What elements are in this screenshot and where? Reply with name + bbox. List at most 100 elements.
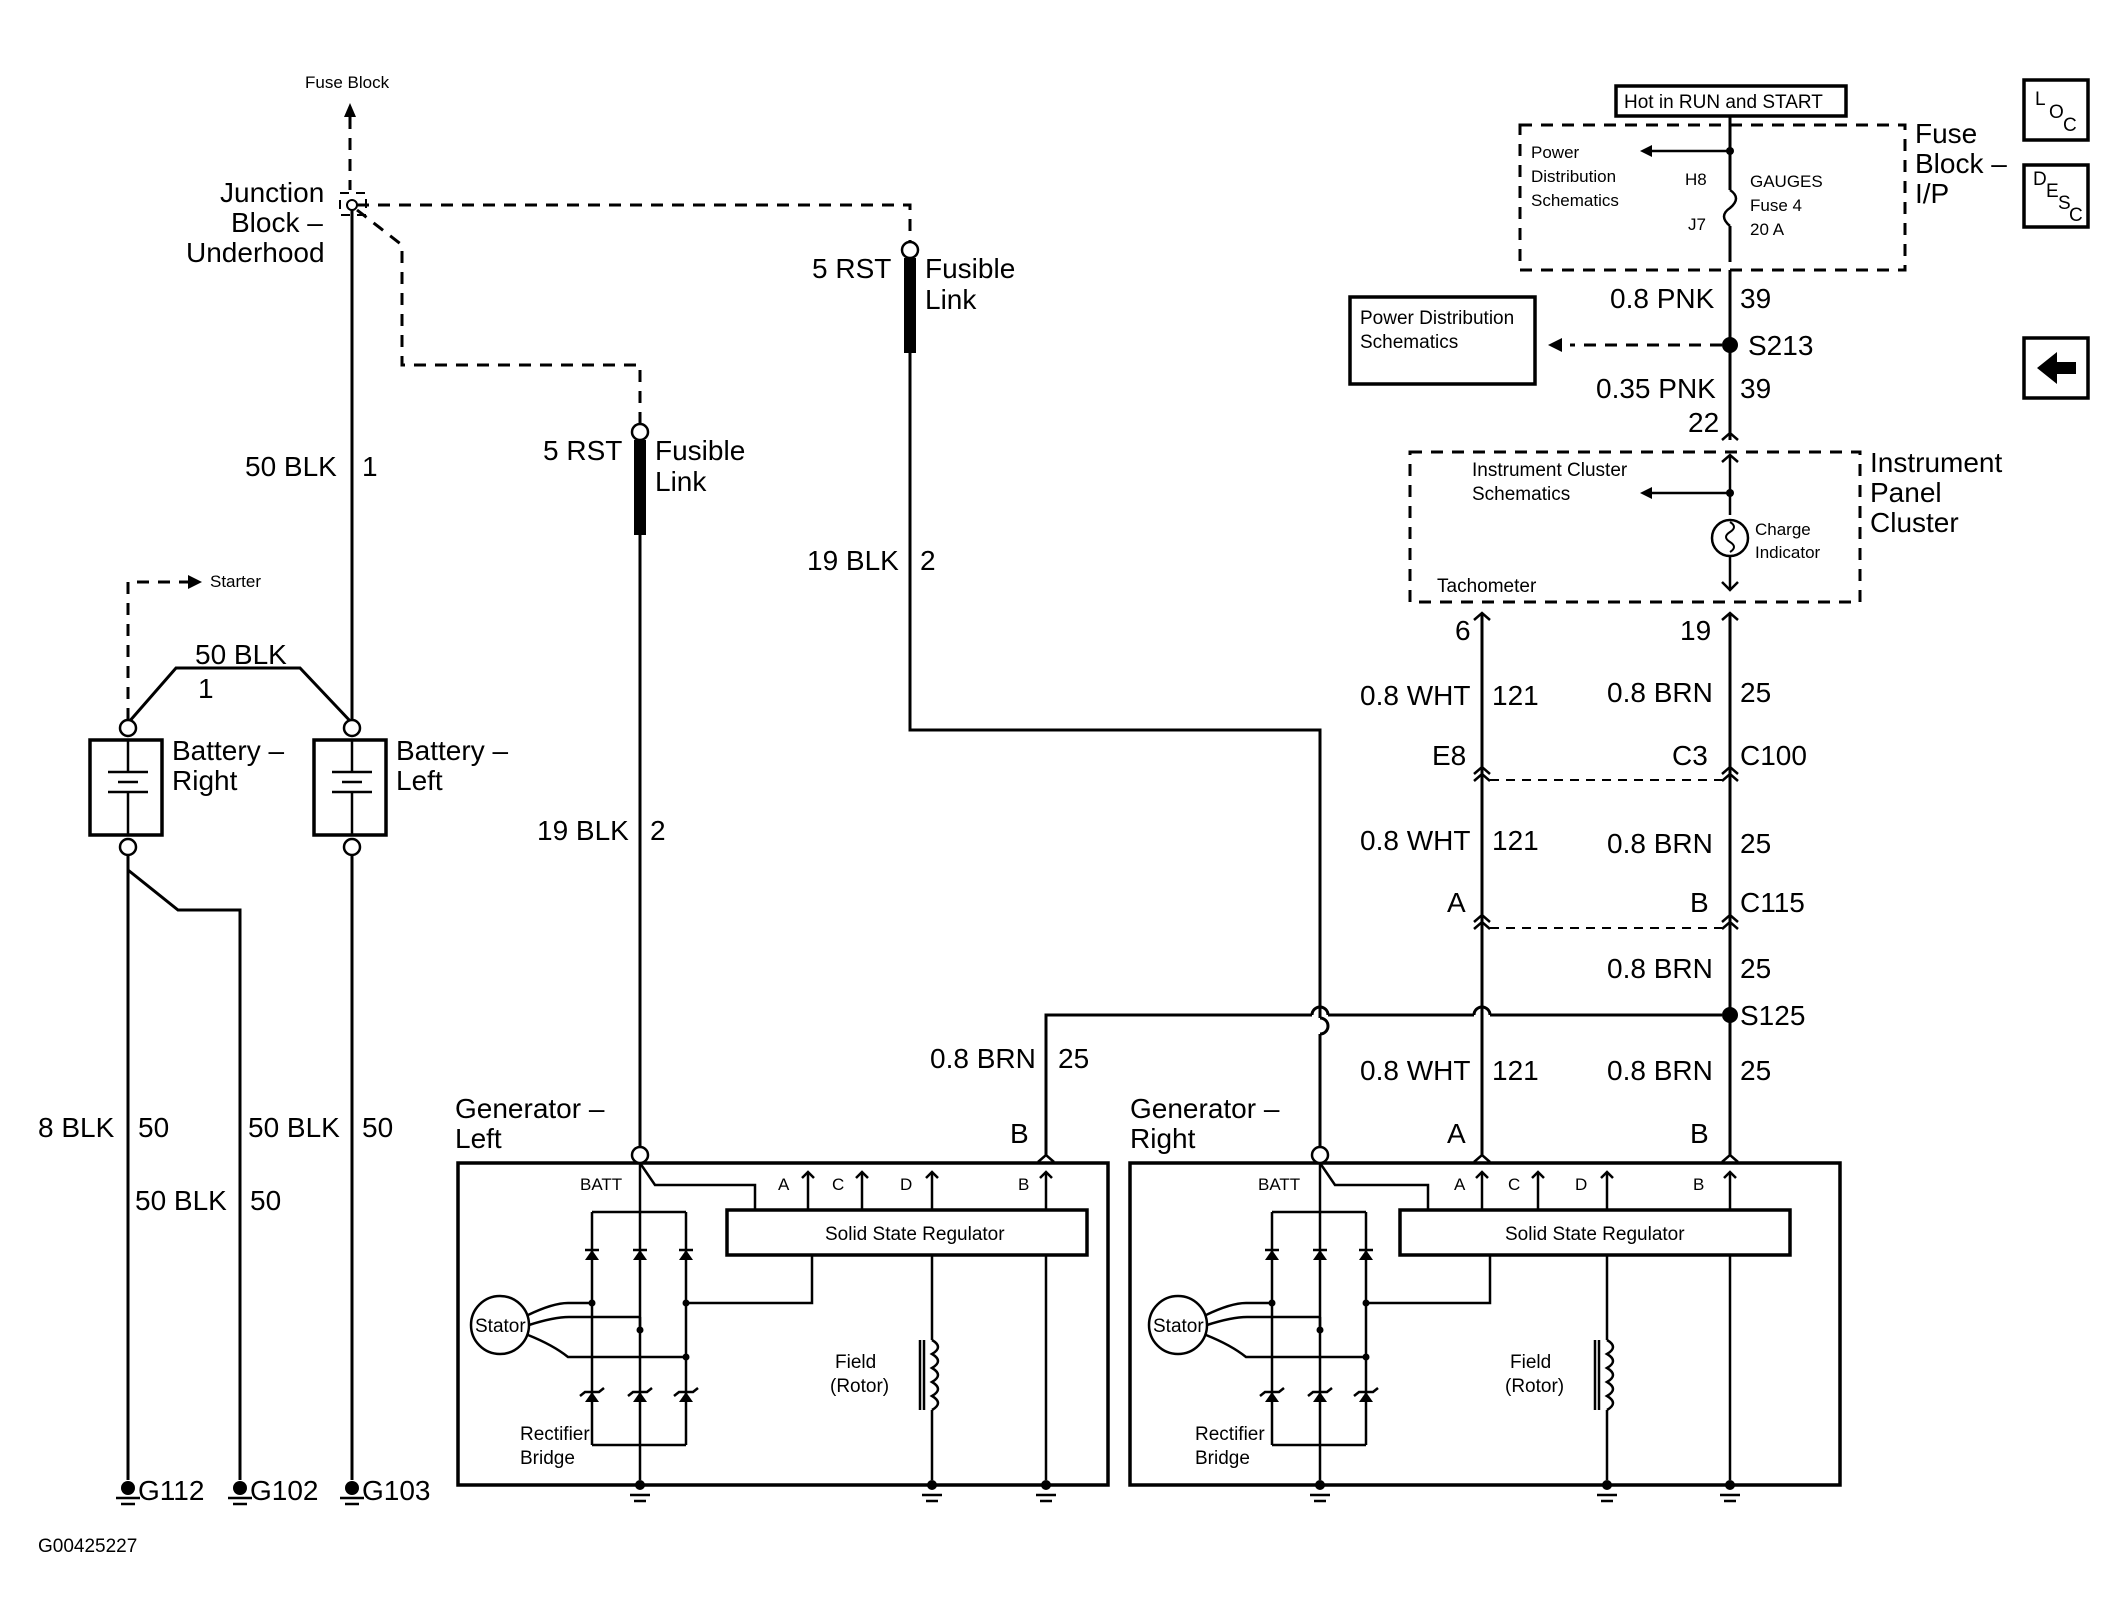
gen-right-pin-a: A [1454,1175,1466,1194]
hot-label: Hot in RUN and START [1624,92,1823,113]
gen-left-brn-circuit: 25 [1058,1043,1089,1074]
cluster-title-2: Panel [1870,477,1942,508]
wire-50blk-c: 50 BLK [248,1112,340,1143]
circuit-39-b: 39 [1740,373,1771,404]
gen-left-stator: Stator [475,1316,526,1337]
gen-left-pin-c: C [832,1175,844,1194]
connector-c100-label: C100 [1740,740,1807,771]
pin-e8: E8 [1432,740,1466,771]
desc-letter-c: C [2069,205,2083,226]
gen-left-title-1: Generator – [455,1093,605,1124]
circuit-50-c: 50 [362,1112,393,1143]
circuit-50-a: 50 [138,1112,169,1143]
circuit-50-b: 50 [250,1185,281,1216]
circuit-121-1: 121 [1492,680,1539,711]
cluster-pin-19: 19 [1680,615,1711,646]
desc-button[interactable]: D E S C [2022,163,2090,229]
ground-g103-label: G103 [362,1475,431,1506]
circuit-121-3: 121 [1492,1055,1539,1086]
fusible-left-size: 5 RST [543,435,622,466]
fuse-label-1: GAUGES [1750,172,1823,191]
circuit-39-a: 39 [1740,283,1771,314]
pds-label-1: Power [1531,143,1580,162]
starter-ref: Starter [210,572,261,591]
gen-left-rectifier-1: Rectifier [520,1424,590,1445]
ics-label-2: Schematics [1472,484,1570,505]
circuit-25-2: 25 [1740,828,1771,859]
gen-left-pin-a: A [778,1175,790,1194]
gen-right-pin-b: B [1693,1175,1704,1194]
fusible-left-circuit: 2 [650,815,666,846]
battery-right-label-2: Right [172,765,238,796]
ground-g112-label: G112 [138,1475,204,1506]
pds-box [1348,295,1537,386]
back-button[interactable] [2022,336,2090,400]
battery-left-label-1: Battery – [396,735,508,766]
gen-right-field-1: Field [1510,1352,1551,1373]
fuse-block-ip-title-1: Fuse [1915,118,1977,149]
wire-8blk: 8 BLK [38,1112,115,1143]
splice-s125-label: S125 [1740,1000,1805,1031]
gen-right-rectifier-2: Bridge [1195,1448,1250,1469]
generator-left: BATT A C D B Solid State Regulator Stato… [456,1145,1110,1503]
gen-right-rectifier-1: Rectifier [1195,1424,1265,1445]
ground-g103 [340,1481,364,1506]
fuse-block-ip-title-3: I/P [1915,178,1949,209]
gen-left-regulator: Solid State Regulator [825,1224,1005,1245]
fusible-right-size: 5 RST [812,253,891,284]
ground-g112 [116,1481,140,1506]
fusible-right-wire: 19 BLK [807,545,899,576]
desc-letter-e: E [2046,181,2059,202]
wire-wht-2: 0.8 WHT [1360,825,1470,856]
fuse-block-ip-title-2: Block – [1915,148,2007,179]
pin-22: 22 [1688,407,1719,438]
pin-a-c115: A [1447,887,1466,918]
splice-s213 [1722,337,1738,353]
cluster-title-1: Instrument [1870,447,2002,478]
junction-block-label-1: Junction [220,177,324,208]
pin-b-c115: B [1690,887,1709,918]
fusible-right-name-2: Link [925,284,977,315]
circuit-1-main: 1 [362,451,378,482]
circuit-25-3: 25 [1740,953,1771,984]
tachometer-label: Tachometer [1437,576,1537,597]
charge-label-1: Charge [1755,520,1811,539]
pds-label-2: Distribution [1531,167,1616,186]
loc-letter-c: C [2063,115,2077,136]
connector-c100 [1473,765,1739,782]
gen-right-b-terminal: B [1690,1118,1709,1149]
wire-50blk-b: 50 BLK [135,1185,227,1216]
fusible-left-wire: 19 BLK [537,815,629,846]
connector-c115 [1473,913,1739,930]
gen-right-pin-c: C [1508,1175,1520,1194]
fusible-right-name-1: Fusible [925,253,1015,284]
charge-label-2: Indicator [1755,543,1821,562]
wire-brn-3: 0.8 BRN [1607,953,1713,984]
battery-link-circuit: 1 [198,673,214,704]
wire-brn-2: 0.8 BRN [1607,828,1713,859]
splice-s213-label: S213 [1748,330,1813,361]
gen-left-batt: BATT [580,1175,622,1194]
gen-right-regulator: Solid State Regulator [1505,1224,1685,1245]
battery-right-label-1: Battery – [172,735,284,766]
fusible-right-circuit: 2 [920,545,936,576]
fusible-left-name-1: Fusible [655,435,745,466]
wire-brn-4: 0.8 BRN [1607,1055,1713,1086]
desc-letter-d: D [2033,169,2047,190]
gen-right-title-1: Generator – [1130,1093,1280,1124]
fusible-left-name-2: Link [655,466,707,497]
gen-right-batt: BATT [1258,1175,1300,1194]
terminal-j7: J7 [1688,215,1706,234]
loc-letter-l: L [2035,89,2046,110]
battery-left [312,718,388,857]
cluster-title-3: Cluster [1870,507,1959,538]
arrow-right-icon [188,575,202,589]
wire-08pnk: 0.8 PNK [1610,283,1715,314]
diagram-id: G00425227 [38,1536,137,1557]
gen-left-rectifier-2: Bridge [520,1448,575,1469]
ground-g102 [228,1481,252,1506]
terminal-h8: H8 [1685,170,1707,189]
gen-left-title-2: Left [455,1123,502,1154]
loc-button[interactable]: L O C [2022,78,2090,142]
